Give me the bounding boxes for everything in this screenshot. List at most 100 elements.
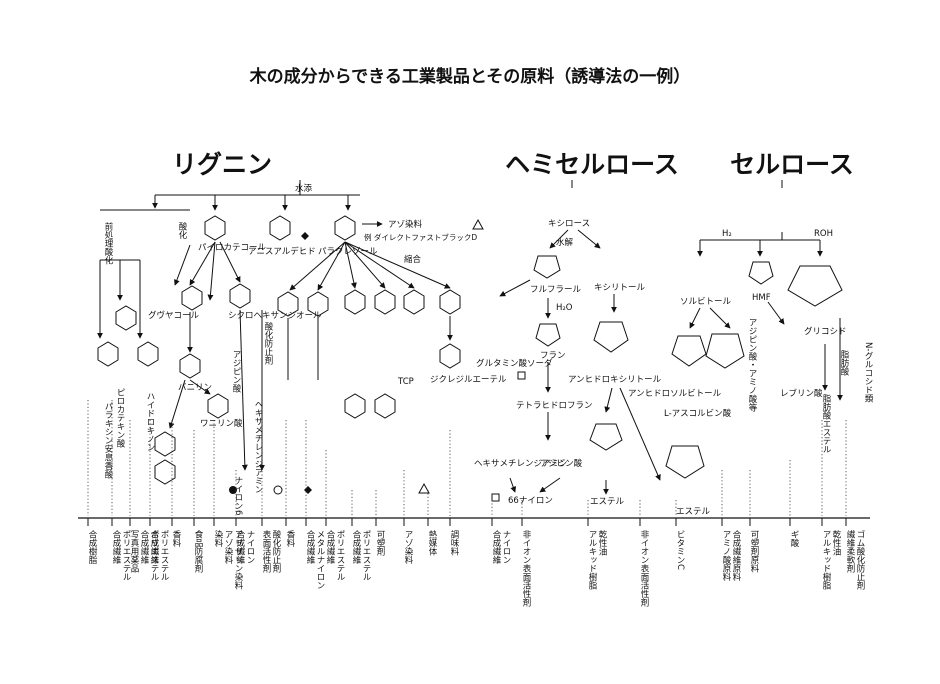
compound-fatty-ester: 脂肪酸エステル [821, 393, 831, 453]
label-h2o: H₂O [556, 303, 573, 313]
compound-furan: フラン [540, 351, 566, 361]
compound-dicresyl-ether: ジクレジルエーテル [430, 375, 507, 385]
label-hydrolysis: 水解 [556, 237, 574, 248]
hemicellulose-tree: キシロース 水解 フルフラール H₂O フラン グルタミン酸ソーダ テトラヒドロ… [474, 180, 662, 507]
product-label: 合成繊維 [149, 529, 159, 565]
compound-nylon6: ナイロン6 [233, 476, 243, 515]
label-fatty-acid: 脂肪酸 [839, 349, 849, 376]
compound-ascorbic-acid: L-アスコルビン酸 [664, 408, 732, 419]
compound-vanillin: バニリン [178, 383, 212, 393]
compound-hexamethylenediamine-l: ヘキサメチレンジアミン [253, 400, 263, 494]
product-label: アゾ染料 [223, 530, 233, 565]
product-label: アリザリン染料 [233, 530, 243, 590]
compound-hydroquinone: ハイドロキノン [145, 392, 155, 452]
product-label: 合成樹脂 [87, 529, 97, 565]
product-label: メタルナイロン [315, 530, 325, 590]
compound-furfural: フルフラール [530, 285, 582, 295]
marker-diamond [304, 486, 312, 494]
label-condensation: 縮合 [404, 254, 422, 265]
heading-hemicellulose: ヘミセルロース [505, 150, 679, 179]
heading-lignin: リグニン [172, 150, 272, 179]
product-label: ギ酸 [789, 530, 799, 548]
product-label: ポリエステル [149, 530, 159, 581]
product-label: アルキッド樹脂 [587, 530, 597, 590]
label-azo-example: 例 ダイレクトファストブラックD [364, 232, 477, 242]
product-label: 合成繊維 [111, 529, 121, 565]
product-label: 乾性油 [597, 529, 607, 556]
product-label: ポリエステル [159, 530, 169, 581]
marker-square-left [491, 493, 500, 502]
compound-glycoside: グリコシド [804, 326, 847, 337]
product-columns: 合成樹脂合成繊維ポリエステル写真用薬品合成繊維ポリエステル合成繊維ポリエステル香… [87, 400, 865, 607]
marker-diamond-top [301, 232, 309, 240]
label-hydrogenation: 水添 [295, 183, 313, 194]
product-label: 合成繊維原料 [731, 529, 741, 582]
compound-vanillic-acid: ワニリン酸 [200, 418, 243, 429]
label-azo-dye: アゾ染料 [388, 219, 423, 230]
heading-cellulose: セルロース [730, 150, 854, 179]
product-label: 熱媒体 [427, 529, 437, 556]
product-label: 繊維柔軟剤 [845, 529, 855, 573]
compound-levulinic-acid: レブリン酸 [780, 388, 823, 399]
compound-anhydrosorbitol: アンヒドロソルビトール [628, 389, 722, 399]
product-label: 酸化防止剤 [271, 529, 281, 573]
compound-adipic-acid-l: アジピン酸 [231, 350, 241, 393]
compound-paraxin-benzoic: パラキシン安息香酸 [103, 402, 113, 479]
product-label: 染料 [213, 529, 223, 548]
product-label: 表面活性剤 [261, 529, 271, 573]
compound-nylon66: 66ナイロン [508, 496, 553, 506]
product-label: 合成繊維 [235, 529, 245, 565]
marker-square-glut [517, 371, 526, 380]
product-label: アルキッド樹脂 [821, 530, 831, 590]
lignin-tree: 水添 前処理酸化 酸化 [97, 180, 507, 515]
compound-adipic-amino: アジピン酸・アミノ酸等 [747, 318, 757, 412]
product-label: ポリエステル [121, 530, 131, 581]
product-label: 合成繊維 [351, 529, 361, 565]
compound-tcp: TCP [397, 377, 414, 387]
compound-antioxidant: 酸化防止剤 [263, 321, 273, 365]
compound-cyclohexanediol: シクロヘキサンジオール [228, 311, 322, 321]
compound-xylose: キシロース [548, 219, 590, 229]
product-label: ナイロン [245, 530, 255, 564]
compound-glutamate: グルタミン酸ソーダ [476, 358, 553, 369]
product-label: アゾ染料 [403, 530, 413, 565]
compound-paracresol: パラクレゾール [318, 247, 378, 257]
compound-anhydroxylitol: アンヒドロキシリトール [568, 375, 662, 385]
product-label: ビタミンC [675, 530, 685, 570]
product-label: ナイロン [501, 530, 511, 564]
marker-triangle [418, 482, 430, 494]
product-label: 可塑剤原料 [749, 530, 759, 573]
product-label: 可塑剤 [375, 530, 385, 556]
compound-anisaldehyde: アニスアルデヒド [248, 246, 316, 257]
compound-pyrocatechuic-acid: ピロカテキン酸 [115, 388, 125, 448]
marker-dot-circle [273, 485, 283, 495]
product-label: 合成繊維 [491, 529, 501, 565]
label-pretreatment: 前処理酸化 [103, 221, 113, 265]
compound-guaiacol: グヴヤコール [148, 310, 200, 321]
product-label: 香料 [285, 529, 295, 548]
marker-triangle-top [472, 218, 484, 230]
compound-ester-h: エステル [590, 497, 625, 507]
product-label: 合成繊維 [139, 529, 149, 565]
cellulose-tree: H₂ ROH ソルビトール HMF レブリン酸 グリコシド 脂肪酸 脂肪酸エステ… [628, 180, 873, 517]
product-label: ポリエステル [361, 530, 371, 581]
compound-hexamethylenediamine-h: ヘキサメチレンジアミン [474, 459, 567, 469]
product-label: 香料 [171, 529, 181, 548]
compound-pyrocatechol: パイロカテコール [198, 243, 267, 253]
compound-adipic-acid-h: アジピン酸 [540, 458, 583, 469]
product-label: 食品防腐剤 [193, 529, 203, 573]
product-label: 調味料 [449, 529, 459, 556]
label-roh: ROH [814, 229, 833, 239]
compound-sorbitol: ソルビトール [680, 297, 732, 307]
product-label: 写真用薬品 [129, 530, 139, 573]
product-label: 合成繊維 [325, 529, 335, 565]
compound-xylitol: キシリトール [594, 283, 646, 293]
product-label: 合成繊維 [305, 529, 315, 565]
compound-ester-c: エステル [676, 507, 711, 517]
product-label: 乾性油 [831, 529, 841, 556]
product-label: ポリエステル [335, 530, 345, 581]
product-label: 非イオン表面活性剤 [521, 529, 531, 607]
product-label: 非イオン表面活性剤 [639, 529, 649, 607]
label-h2-c: H₂ [722, 229, 732, 239]
